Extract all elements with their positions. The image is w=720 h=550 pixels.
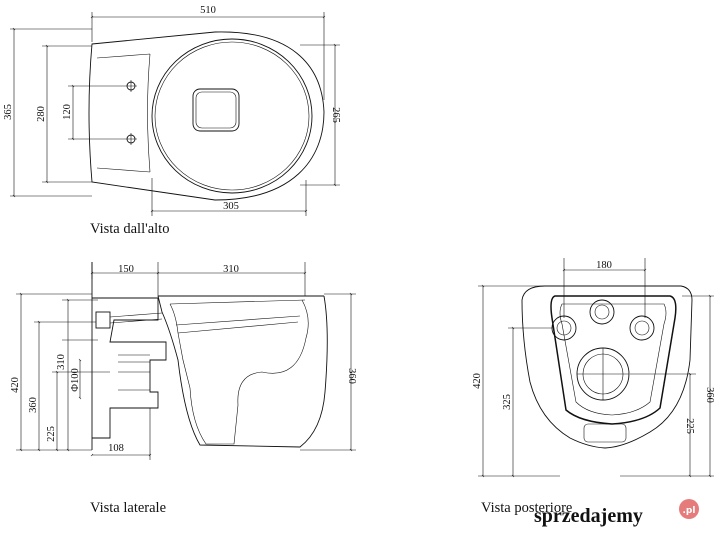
top-dim-depth-bowl: 305: [223, 201, 239, 212]
top-view-outlet: [192, 88, 240, 132]
top-dim-height-right: 265: [330, 107, 341, 123]
top-view-seat-rim-inner: [154, 41, 310, 191]
side-view-bowl-inner: [169, 299, 309, 445]
back-dim-height-mid: 325: [502, 394, 513, 410]
side-dim-height-inlet: 310: [56, 354, 67, 370]
side-view: 150 310 420 360 225 310 Φ100 108 360 Vis…: [10, 262, 357, 516]
top-view-seat-rim: [151, 38, 313, 194]
watermark-badge: [679, 499, 699, 519]
watermark: sprzedajemy .pl: [534, 499, 699, 527]
back-dim-hole-spacing: 180: [596, 260, 612, 271]
top-view: 510 365 280 120 265 305 Vista dall'alto: [3, 5, 341, 237]
side-dim-height-total: 420: [10, 377, 21, 393]
back-dim-height-right: 360: [704, 387, 715, 403]
side-dim-height-right: 360: [346, 368, 357, 384]
side-view-caption: Vista laterale: [90, 500, 166, 516]
side-dim-pipe-diameter: Φ100: [70, 368, 81, 391]
back-view-hole-center: [589, 299, 615, 325]
back-view: 180 420 325 225 360 Vista posteriore: [472, 258, 715, 516]
side-view-bolt: [95, 311, 111, 329]
side-dim-depth-rear: 150: [118, 264, 134, 275]
back-view-caption: Vista posteriore: [481, 500, 572, 516]
watermark-suffix: .pl: [683, 506, 696, 516]
back-dim-height-right-small: 225: [684, 418, 695, 434]
side-dim-height-pipe: 225: [46, 426, 57, 442]
watermark-text: sprzedajemy: [534, 505, 643, 527]
top-dim-hole-spacing: 120: [62, 104, 73, 120]
top-view-bowl-outline: [88, 31, 325, 201]
back-view-hole-right: [629, 315, 655, 341]
side-view-rear-block: [92, 297, 167, 439]
side-dim-depth-front: 310: [223, 264, 239, 275]
side-dim-outlet-offset: 108: [108, 443, 124, 454]
top-dim-height-inner: 280: [36, 106, 47, 122]
top-dim-width-total: 510: [200, 5, 216, 16]
back-view-outline: [521, 285, 693, 449]
back-dim-height-total: 420: [472, 373, 483, 389]
side-dim-height-fixing: 360: [28, 397, 39, 413]
top-dim-height-total: 365: [3, 104, 14, 120]
side-view-bowl-outline: [157, 295, 328, 448]
top-view-caption: Vista dall'alto: [90, 221, 169, 237]
